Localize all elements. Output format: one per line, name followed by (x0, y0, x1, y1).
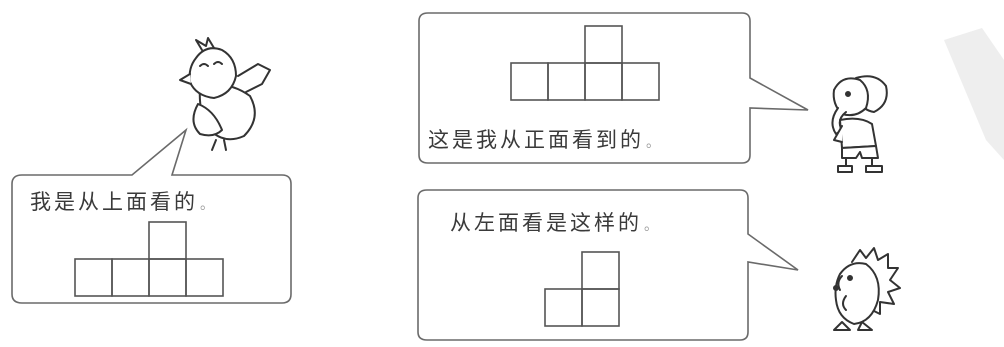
speech-bubble-front-view (418, 12, 809, 164)
watermark-digit-one (944, 28, 1004, 160)
bird-icon (179, 37, 271, 151)
speech-bubble-top-view (11, 127, 292, 304)
top-view-grid (74, 221, 224, 297)
elephant-icon (831, 75, 888, 173)
front-view-caption: 这是我从正面看到的。 (428, 128, 663, 152)
front-view-grid (510, 25, 660, 101)
left-view-grid (544, 251, 620, 327)
top-view-caption-end-mark: 。 (200, 197, 217, 213)
hedgehog-icon (833, 247, 901, 331)
top-view-caption: 我是从上面看的。 (30, 190, 217, 214)
left-view-caption-end-mark: 。 (644, 218, 661, 234)
front-view-caption-end-mark: 。 (646, 135, 663, 151)
left-view-caption: 从左面看是这样的。 (450, 211, 661, 235)
speech-bubble-left-view (417, 189, 799, 341)
